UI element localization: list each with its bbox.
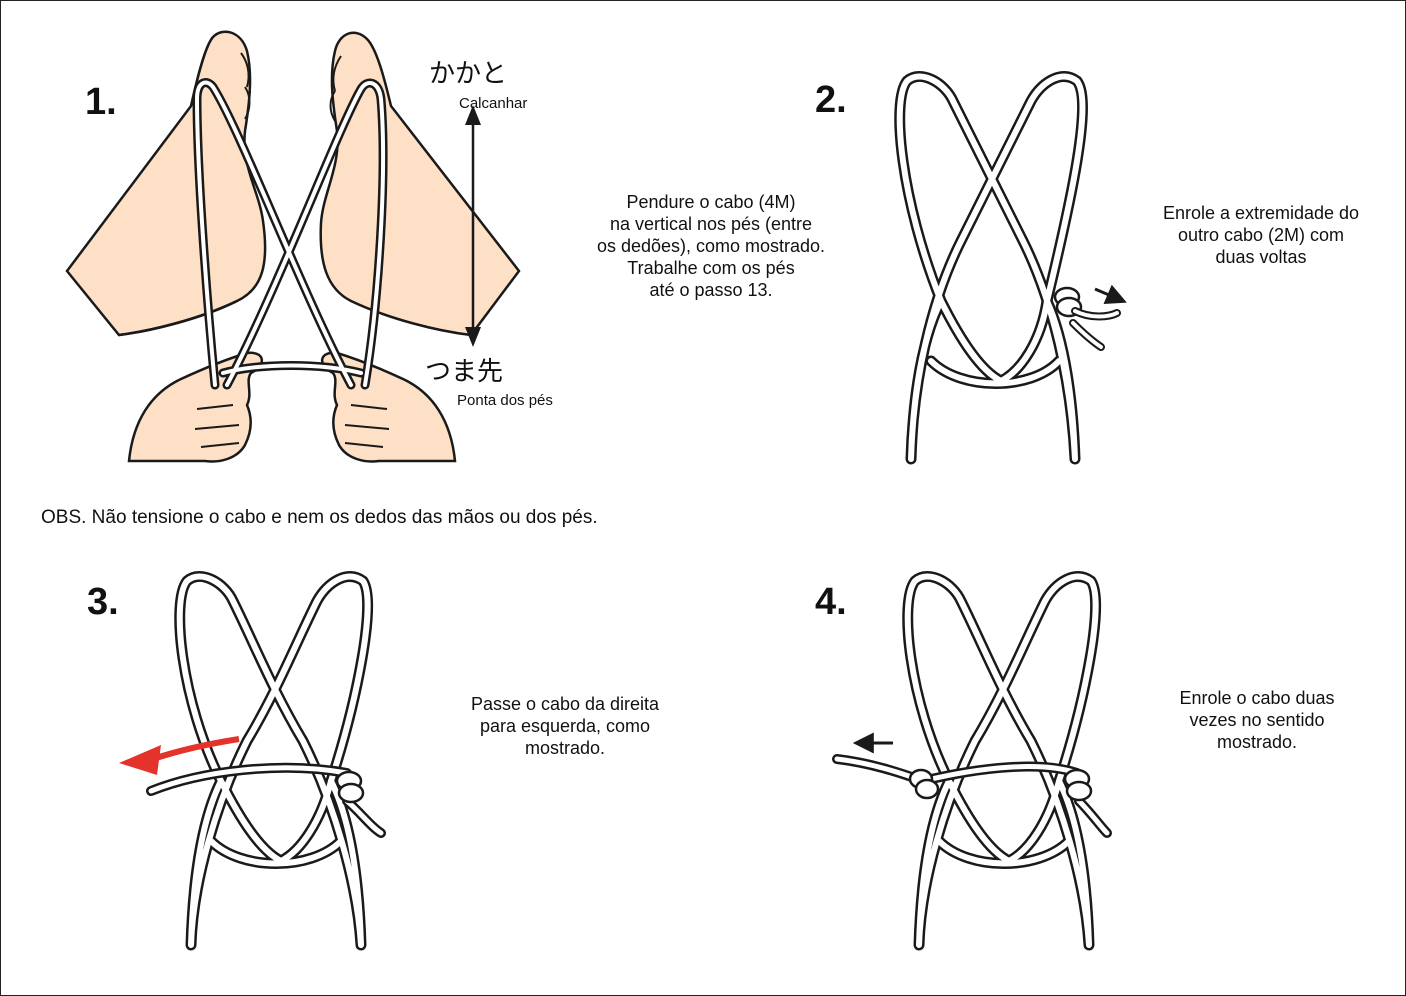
step2-caption-line: Enrole a extremidade do [1162, 203, 1360, 223]
step3-caption-line: para esquerda, como [479, 716, 651, 736]
wraps-step3 [146, 762, 386, 838]
step-number-1: 1. [85, 81, 117, 123]
step3-caption-line: Passe o cabo da direita [470, 694, 660, 714]
heel-label-jp: かかと [429, 59, 508, 89]
wraps-step2 [1053, 286, 1121, 351]
left-foot [65, 30, 267, 337]
step2-caption-line: duas voltas [1215, 247, 1307, 267]
note-text: OBS. Não tensione o cabo e nem os dedos … [41, 507, 598, 528]
heel-label: Calcanhar [459, 95, 528, 112]
wraps-step4 [832, 754, 1112, 838]
toe-label-jp: つま先 [425, 357, 504, 387]
step1-caption-line: os dedões), como mostrado. [596, 236, 826, 256]
step-number-2: 2. [815, 79, 847, 121]
step2-caption-line: outro cabo (2M) com [1177, 225, 1345, 245]
red-direction-arrow [152, 736, 240, 762]
step3-illustration [119, 571, 386, 951]
cord-step3 [174, 571, 374, 951]
step4-caption-line: vezes no sentido [1189, 710, 1325, 730]
step4-caption: Enrole o cabo duas vezes no sentido most… [1147, 687, 1367, 753]
step3-caption: Passe o cabo da direita para esquerda, c… [445, 693, 685, 759]
cord-step2 [894, 71, 1088, 465]
step1-illustration [65, 30, 521, 463]
cord-step1 [192, 78, 388, 390]
step1-caption-line: Trabalhe com os pés [627, 258, 795, 278]
step2-caption: Enrole a extremidade do outro cabo (2M) … [1141, 202, 1381, 268]
toe-label: Ponta dos pés [457, 392, 553, 409]
cord-step4 [902, 571, 1102, 951]
step1-caption-line: Pendure o cabo (4M) [626, 192, 796, 212]
step-number-3: 3. [87, 581, 119, 623]
step4-caption-line: mostrado. [1216, 732, 1298, 752]
step4-illustration [832, 571, 1112, 951]
step1-caption-line: até o passo 13. [649, 280, 773, 300]
step4-caption-line: Enrole o cabo duas [1179, 688, 1335, 708]
step1-caption-line: na vertical nos pés (entre [609, 214, 813, 234]
step1-caption: Pendure o cabo (4M) na vertical nos pés … [571, 191, 851, 301]
step-number-4: 4. [815, 581, 847, 623]
step2-illustration [894, 71, 1127, 465]
step3-caption-line: mostrado. [524, 738, 606, 758]
